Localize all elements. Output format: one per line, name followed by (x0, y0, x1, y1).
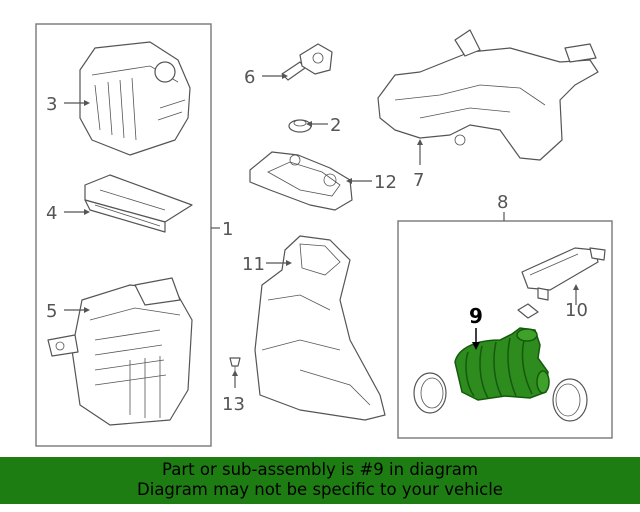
part-2-grommet (288, 119, 312, 133)
assembly-8-box (397, 220, 613, 439)
callout-5: 5 (46, 301, 57, 322)
callout-12: 12 (374, 172, 397, 193)
part-12-bracket (249, 151, 353, 211)
clamp-right (552, 378, 588, 422)
part-11-resonator (254, 235, 386, 421)
part-9-intake-hose (454, 327, 550, 401)
callout-3: 3 (46, 94, 57, 115)
callout-1: 1 (222, 219, 233, 240)
callout-8: 8 (497, 192, 508, 213)
part-5-air-cleaner-case (47, 277, 193, 426)
banner-line-2: Diagram may not be specific to your vehi… (137, 480, 503, 499)
callout-9: 9 (469, 304, 483, 328)
part-10-sensor-housing (517, 247, 606, 319)
info-banner: Part or sub-assembly is #9 in diagram Di… (0, 457, 640, 504)
part-4-air-filter (84, 174, 193, 233)
callout-2: 2 (330, 115, 341, 136)
parts-diagram: 3 4 5 1 6 2 12 (35, 23, 613, 447)
assembly-1-box (35, 23, 212, 447)
banner-line-1: Part or sub-assembly is #9 in diagram (162, 460, 478, 479)
callout-11: 11 (242, 254, 265, 275)
part-3-air-cleaner-cover (79, 41, 191, 156)
callout-7: 7 (413, 170, 424, 191)
callout-10: 10 (565, 300, 588, 321)
callout-13: 13 (222, 394, 245, 415)
clamp-left (413, 372, 447, 414)
callout-6: 6 (244, 67, 255, 88)
part-7-intake-duct (377, 29, 599, 161)
leader-9-arrow (472, 342, 480, 350)
callout-4: 4 (46, 203, 57, 224)
part-6-sensor (281, 43, 333, 81)
